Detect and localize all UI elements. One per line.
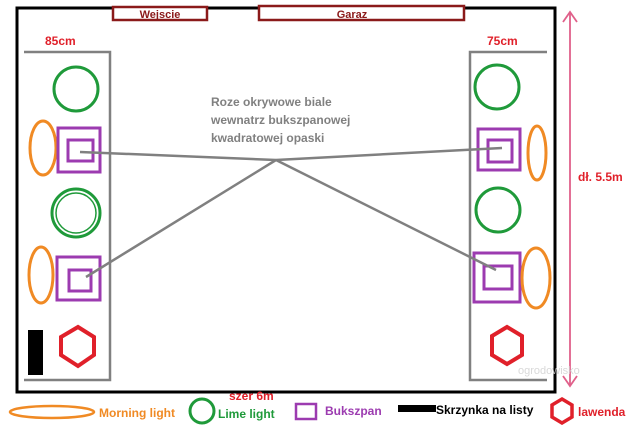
legend-bukszpan-label: Bukszpan xyxy=(325,404,382,418)
legend-lawenda-icon xyxy=(550,396,574,425)
note-line-2: wewnatrz bukszpanowej xyxy=(210,113,350,127)
legend-skrzynka-icon xyxy=(398,405,436,412)
right-bed xyxy=(468,50,547,382)
lime-light-circle xyxy=(474,186,522,234)
legend-morning-light-label: Morning light xyxy=(99,406,175,420)
garage-door xyxy=(257,4,466,22)
mailbox xyxy=(28,330,43,375)
length-arrow xyxy=(562,10,578,388)
bukszpan-inner-square xyxy=(482,264,514,291)
morning-light-ellipse xyxy=(526,124,548,182)
lawenda-hexagon xyxy=(59,324,96,369)
morning-light-ellipse xyxy=(27,245,55,305)
bukszpan-square xyxy=(56,126,102,174)
watermark: ogrodowisko xyxy=(518,365,580,377)
legend-bukszpan-icon xyxy=(294,402,318,421)
legend-skrzynka-label: Skrzynka na listy xyxy=(436,403,534,417)
entrance-door xyxy=(111,5,209,22)
length-label: dł. 5.5m xyxy=(578,170,623,184)
lime-light-circle xyxy=(50,187,102,239)
left-bed xyxy=(24,50,112,382)
bukszpan-square xyxy=(55,255,102,302)
note-line-1: Roze okrywowe biale xyxy=(211,95,332,109)
legend-lime-light-icon xyxy=(188,397,216,425)
entrance-label: Wejscie xyxy=(140,9,181,21)
left-bed-width: 85cm xyxy=(45,34,76,48)
right-bed-width: 75cm xyxy=(487,34,518,48)
bukszpan-inner-square xyxy=(66,138,95,163)
width-label: szer 6m xyxy=(229,389,274,403)
connector-lines xyxy=(79,146,503,279)
legend-lawenda-label: lawenda xyxy=(578,405,626,419)
lime-light-circle xyxy=(473,63,521,111)
morning-light-ellipse xyxy=(520,246,552,310)
morning-light-ellipse xyxy=(28,119,58,177)
legend-lime-light-label: Lime light xyxy=(218,407,275,421)
legend: Morning light Lime light Bukszpan Skrzyn… xyxy=(8,396,626,425)
garage-label: Garaz xyxy=(337,9,368,21)
bukszpan-square xyxy=(472,251,522,304)
note-line-3: kwadratowej opaski xyxy=(211,131,324,145)
bukszpan-inner-square xyxy=(486,138,514,164)
lawenda-hexagon xyxy=(490,324,524,367)
lime-light-circle xyxy=(52,65,100,113)
legend-morning-light-icon xyxy=(8,404,96,420)
lime-light-inner-circle xyxy=(55,192,97,234)
bukszpan-inner-square xyxy=(67,268,93,293)
